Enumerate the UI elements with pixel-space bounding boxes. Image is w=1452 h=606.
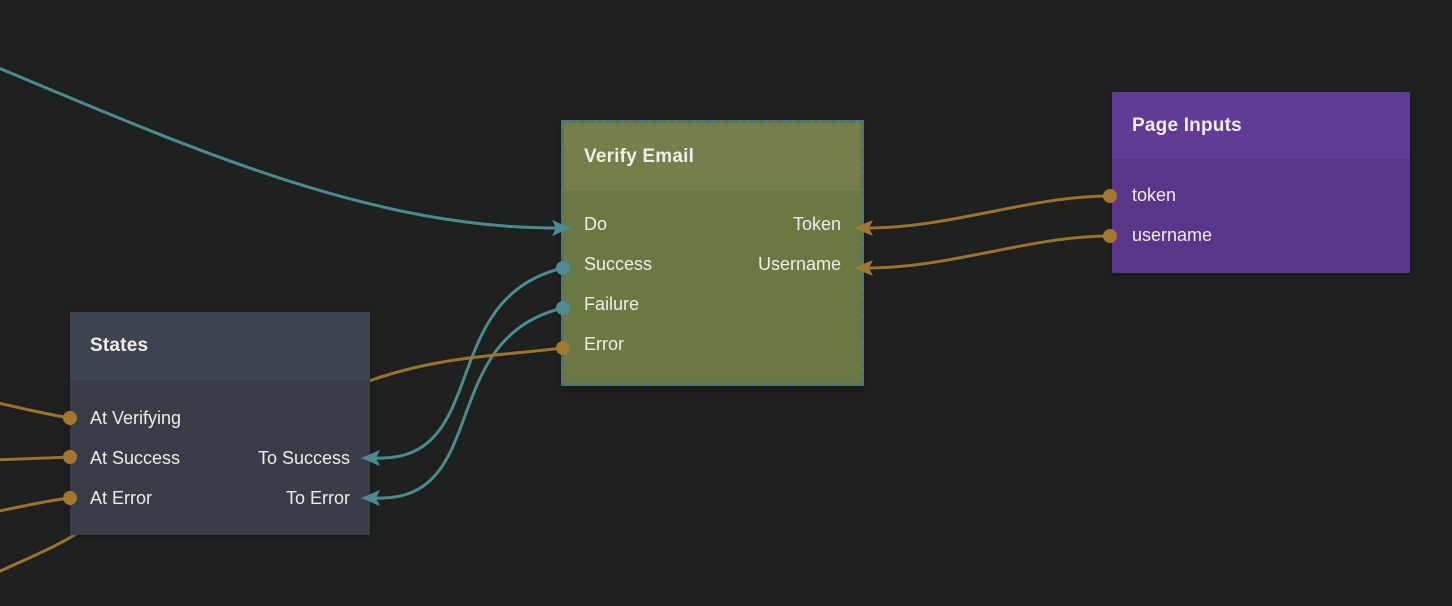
port-label-at-verifying: At Verifying <box>90 407 182 428</box>
node-title: Page Inputs <box>1132 114 1242 136</box>
port-label-at-success: At Success <box>90 447 181 468</box>
wire-at-verifying[interactable] <box>0 401 71 420</box>
port-row: username <box>1112 215 1410 255</box>
port-label-failure: Failure <box>584 293 640 314</box>
port-row: Error <box>564 324 861 364</box>
node-title: States <box>90 335 149 356</box>
port-label-success: Success <box>584 253 653 274</box>
wire-success[interactable] <box>375 266 564 460</box>
node-verify-email-header[interactable]: Verify Email <box>564 123 861 191</box>
port-row: At Verifying <box>70 398 370 438</box>
port-label-to-success: To Success <box>257 447 350 468</box>
port-label-username-output: username <box>1132 224 1213 245</box>
wire-username[interactable] <box>867 234 1111 270</box>
node-states-body: At Verifying At Success To Success At Er… <box>70 380 370 518</box>
port-row: Success Username <box>564 244 861 284</box>
port-label-error: Error <box>584 333 624 354</box>
node-title: Verify Email <box>584 146 695 167</box>
wire-token[interactable] <box>867 194 1111 230</box>
wire-failure[interactable] <box>375 306 564 500</box>
port-label-do: Do <box>584 213 608 234</box>
node-verify-email[interactable]: Verify Email Do Token Success Username F… <box>561 120 864 386</box>
port-row: Do Token <box>564 204 861 244</box>
wire-do[interactable] <box>0 66 557 230</box>
port-row: token <box>1112 175 1410 215</box>
node-page-inputs[interactable]: Page Inputs token username <box>1112 92 1410 273</box>
port-label-token-output: token <box>1132 184 1177 205</box>
node-states[interactable]: States At Verifying At Success To Succes… <box>70 312 370 535</box>
node-page-inputs-header[interactable]: Page Inputs <box>1112 92 1410 159</box>
node-page-inputs-body: token username <box>1112 159 1410 255</box>
port-label-username: Username <box>757 253 841 274</box>
node-states-header[interactable]: States <box>70 312 370 380</box>
wire-at-error[interactable] <box>0 496 71 513</box>
port-row: Failure <box>564 284 861 324</box>
port-label-token: Token <box>792 213 841 234</box>
port-label-to-error: To Error <box>285 487 350 508</box>
port-label-at-error: At Error <box>90 487 153 508</box>
wire-at-success[interactable] <box>0 455 71 462</box>
port-row: At Success To Success <box>70 438 370 478</box>
port-row: At Error To Error <box>70 478 370 518</box>
node-verify-email-body: Do Token Success Username Failure Error <box>564 191 861 364</box>
